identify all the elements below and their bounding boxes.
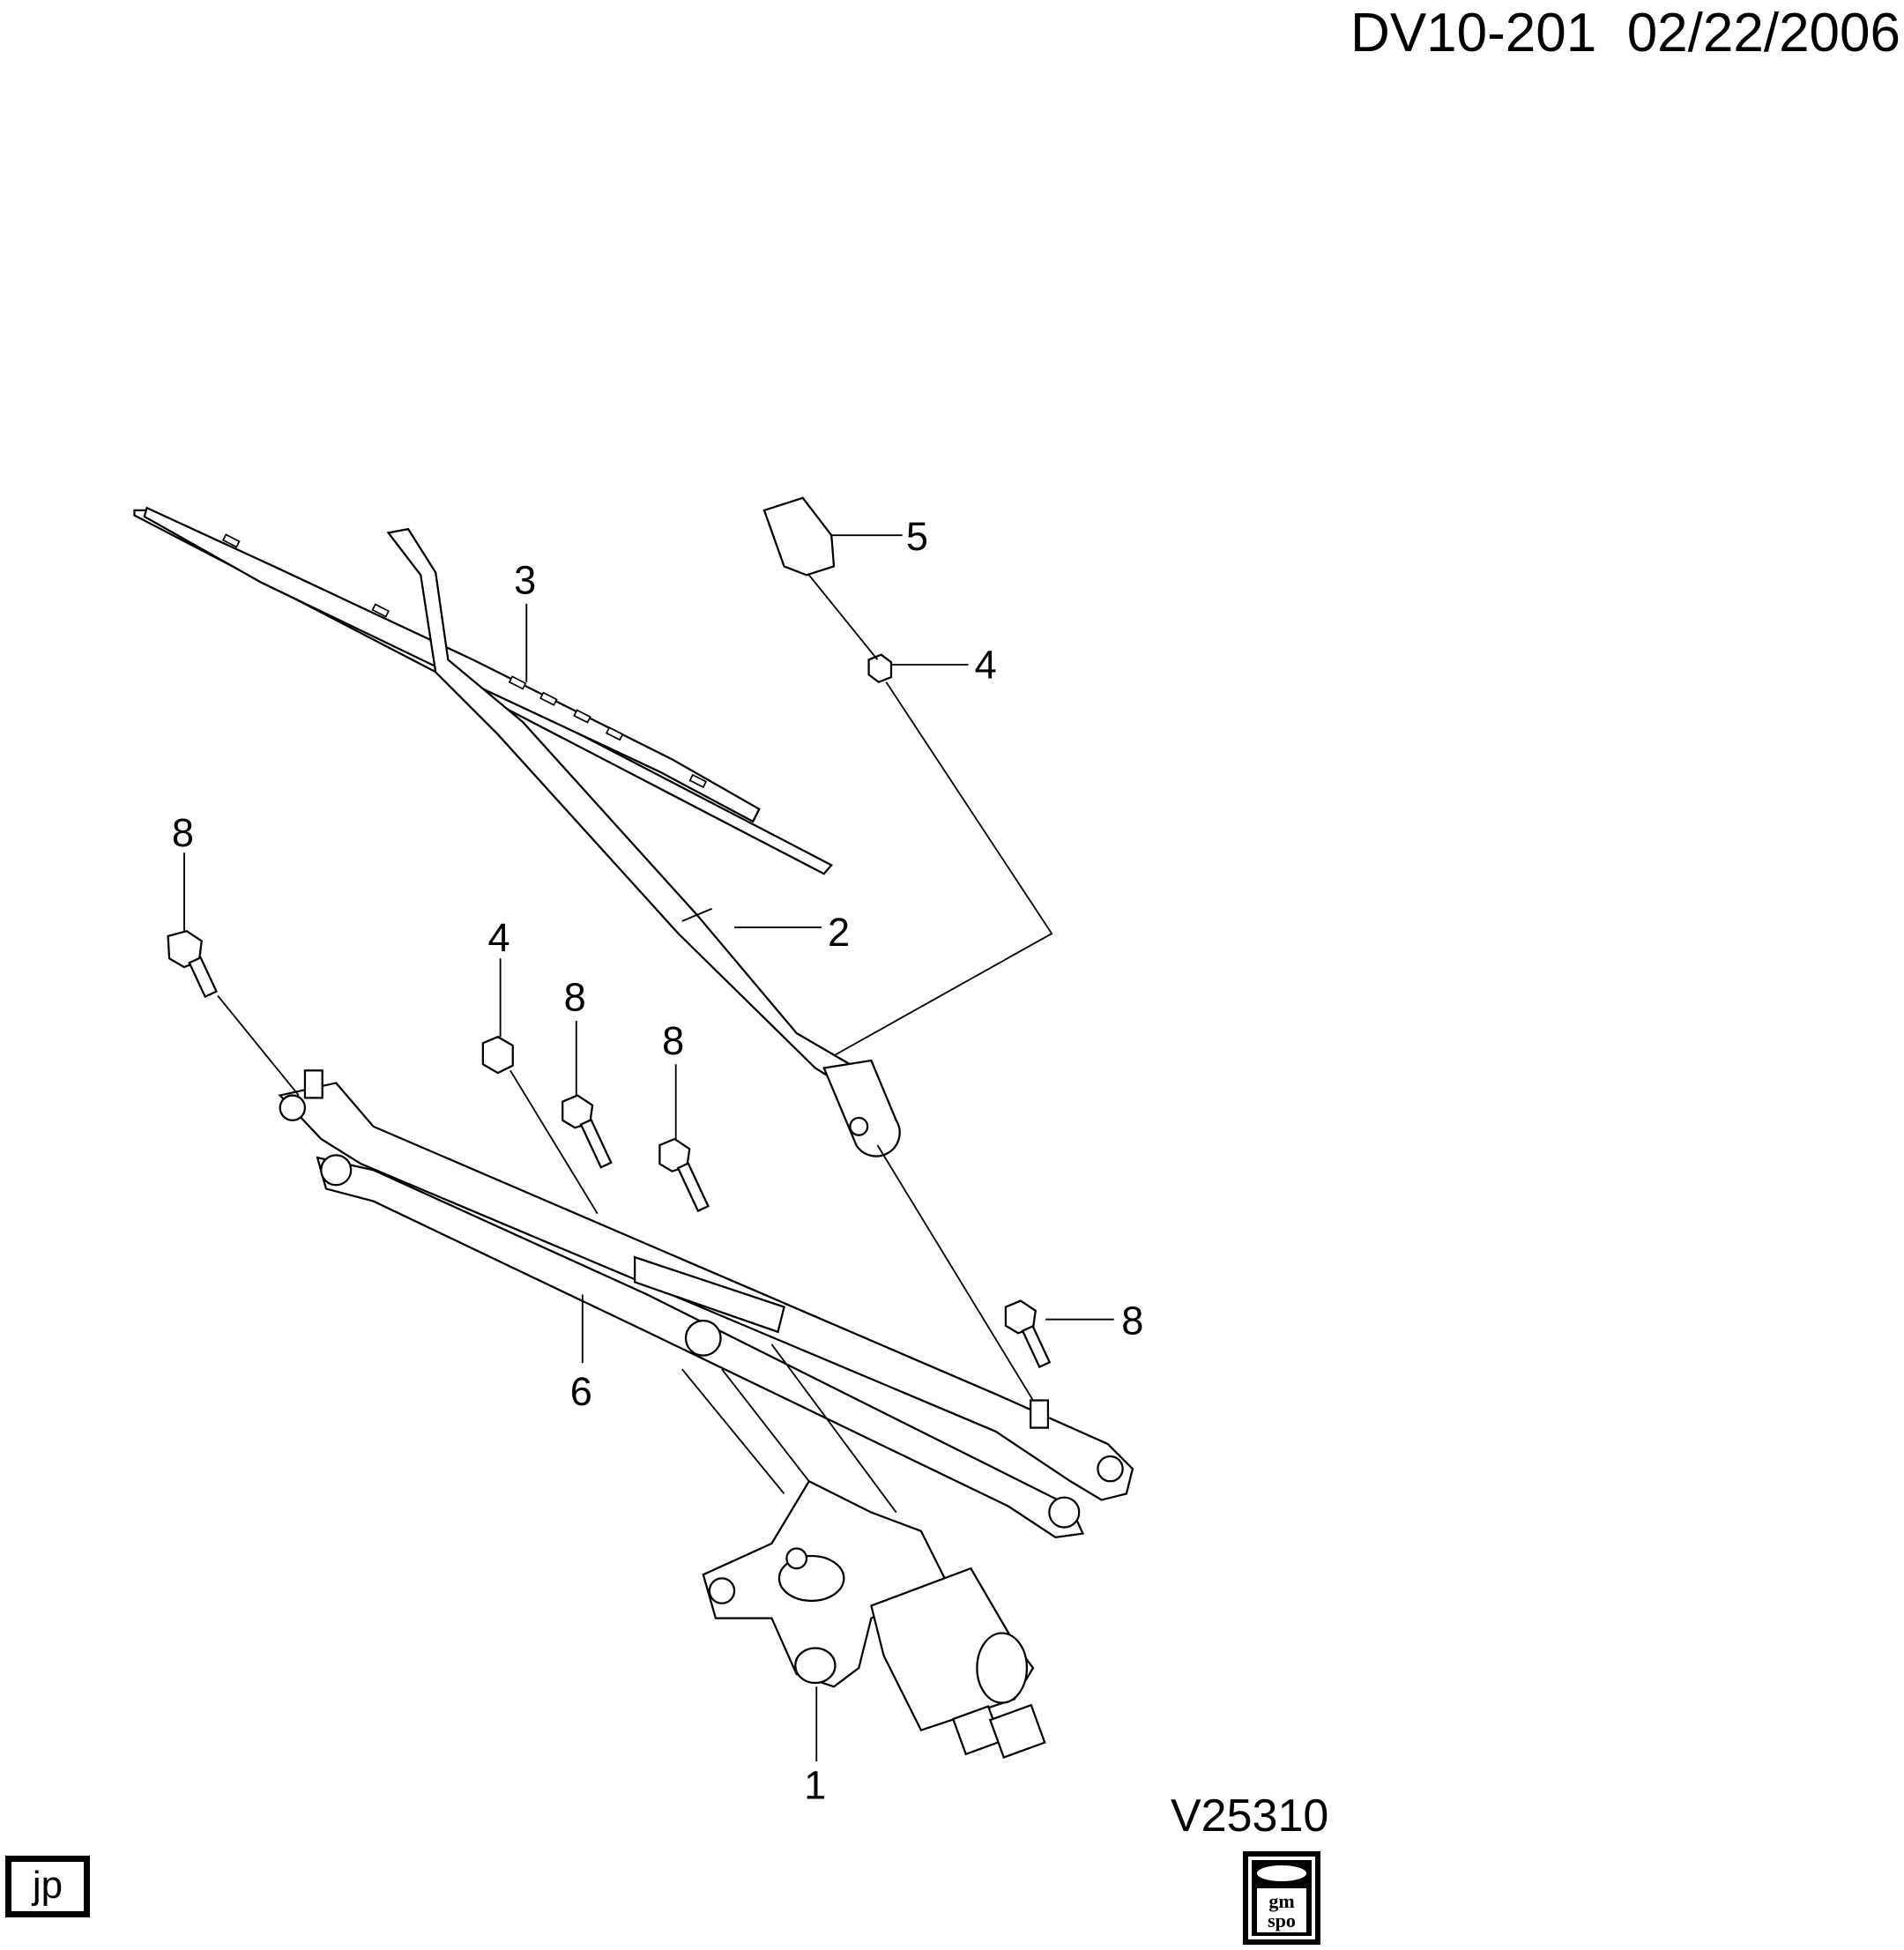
diagram-date: 02/22/2006: [1626, 3, 1900, 63]
cap: [762, 496, 836, 577]
wiper-motor: [681, 1343, 1046, 1759]
callout-8: 8: [662, 1018, 684, 1063]
wiper-linkage: [278, 1069, 1134, 1538]
callout-8: 8: [564, 975, 586, 1020]
svg-text:gm: gm: [1268, 1890, 1294, 1912]
callout-4: 4: [488, 915, 510, 960]
nut: [867, 653, 893, 684]
gm-spo-logo: gm spo: [1243, 1851, 1320, 1945]
illustration-reference: V25310: [1171, 1790, 1329, 1842]
callout-2: 2: [828, 910, 850, 955]
callout-1: 1: [804, 1762, 826, 1807]
leader-lines: [183, 534, 1114, 1761]
callout-5: 5: [906, 514, 928, 559]
callout-6: 6: [570, 1369, 592, 1414]
callout-3: 3: [514, 558, 536, 603]
diagram-header: DV10-201 02/22/2006: [1350, 2, 1900, 64]
callout-4: 4: [975, 643, 997, 688]
bolt: [167, 929, 219, 999]
bolt: [658, 1137, 710, 1213]
wiper-arm: [386, 527, 901, 1157]
diagram-code: DV10-201: [1350, 3, 1597, 63]
corner-tag: jp: [5, 1856, 90, 1917]
callout-8: 8: [1121, 1299, 1143, 1343]
svg-text:spo: spo: [1268, 1909, 1296, 1931]
bolt: [562, 1094, 613, 1169]
bolt: [1004, 1299, 1052, 1369]
callout-8: 8: [172, 810, 194, 855]
nut: [481, 1035, 514, 1075]
